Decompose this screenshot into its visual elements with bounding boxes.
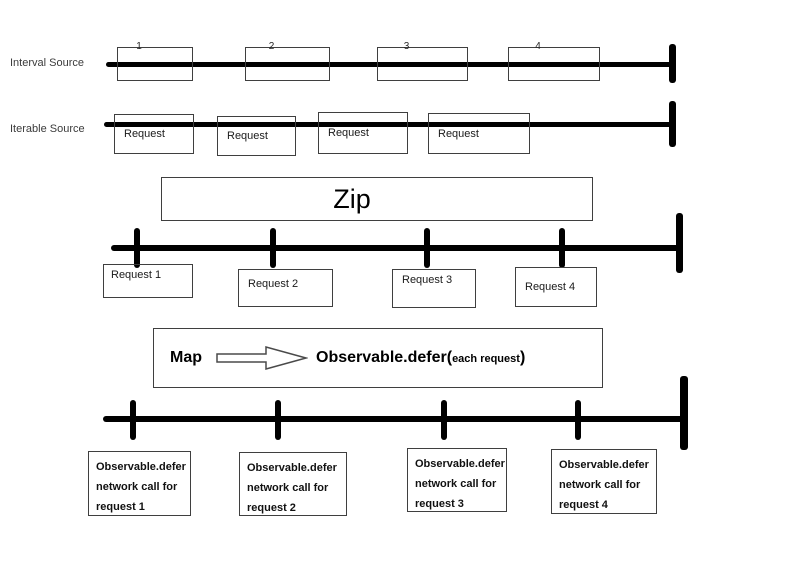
interval-event-box: 1 [117,41,193,81]
interval-event-number: 3 [403,41,410,52]
defer-call-line: network call for [415,478,497,490]
zipped-timeline-line [111,245,682,251]
interval-event-box: 3 [377,41,468,81]
map-function-close: ) [519,349,526,366]
interval-event-box: 2 [245,41,330,81]
iterable-request-label: Request [227,130,268,142]
zipped-completion-bar [676,213,683,273]
defer-call-line: request 1 [96,501,145,513]
defer-call-box: Observable.defer network call for reques… [88,451,191,516]
defer-call-line: network call for [559,479,641,491]
defer-call-line: Observable.defer [247,462,337,474]
zipped-request-label: Request 2 [248,278,299,290]
zipped-request-box: Request 3 [392,269,476,308]
timeline-tick [441,400,447,440]
iterable-timeline-line [104,122,672,127]
iterable-request-box: Request [114,114,194,154]
interval-completion-bar [669,44,676,83]
map-function-text: Observable.defer(each request) [316,349,525,367]
defer-call-line: network call for [96,481,178,493]
interval-event-number: 1 [136,41,142,52]
defer-call-line: request 4 [559,499,608,511]
zipped-request-box: Request 4 [515,267,597,307]
defer-call-line: Observable.defer [559,459,649,471]
timeline-tick [134,228,140,268]
timeline-tick [130,400,136,440]
zip-operator-title: Zip [333,183,371,214]
defer-call-line: Observable.defer [415,458,505,470]
defer-call-box: Observable.defer network call for reques… [239,452,347,516]
interval-event-number: 2 [268,41,275,52]
defer-call-box: Observable.defer network call for reques… [551,449,657,514]
iterable-source-label: Iterable Source [10,123,85,135]
map-arrow-icon [216,345,308,371]
iterable-request-label: Request [124,128,165,140]
map-function-arg: each request [452,353,520,365]
zipped-request-label: Request 3 [402,274,453,286]
iterable-request-box: Request [217,116,296,156]
zip-operator-box: Zip [161,177,593,221]
zipped-request-box: Request 1 [103,264,193,298]
interval-event-box: 4 [508,41,600,81]
timeline-tick [270,228,276,268]
interval-timeline-line [106,62,676,67]
defer-call-line: request 3 [415,498,464,510]
timeline-tick [575,400,581,440]
map-operator-box: Map Observable.defer(each request) [153,328,603,388]
defer-call-line: network call for [247,482,329,494]
defer-call-box: Observable.defer network call for reques… [407,448,507,512]
iterable-request-label: Request [438,127,479,140]
timeline-tick [559,228,565,268]
zipped-request-label: Request 4 [525,281,576,293]
timeline-tick [424,228,430,268]
zipped-request-box: Request 2 [238,269,333,307]
iterable-request-box: Request [428,113,530,154]
iterable-completion-bar [669,101,676,147]
deferred-completion-bar [680,376,688,450]
interval-event-number: 4 [535,41,541,52]
iterable-request-box: Request [318,112,408,154]
zipped-request-label: Request 1 [111,269,162,281]
defer-call-line: Observable.defer [96,461,186,473]
defer-call-line: request 2 [247,502,296,514]
iterable-request-label: Request [328,127,369,139]
timeline-tick [275,400,281,440]
interval-source-label: Interval Source [10,57,84,69]
map-function-main: Observable.defer( [316,349,453,366]
map-operator-title: Map [170,349,202,366]
deferred-timeline-line [103,416,684,422]
